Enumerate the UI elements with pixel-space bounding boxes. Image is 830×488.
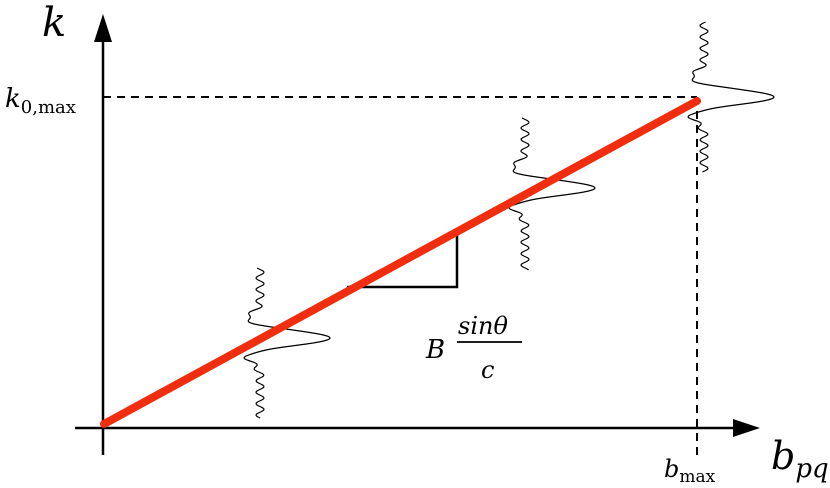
slope-triangle bbox=[347, 232, 459, 289]
y-axis-arrow-icon bbox=[94, 14, 112, 42]
k0max-label: k0,max bbox=[5, 84, 76, 118]
x-axis-arrow-icon bbox=[733, 419, 760, 437]
wavelet-3 bbox=[687, 21, 775, 173]
slope-numerator: sinθ bbox=[458, 312, 508, 340]
wavelet-1 bbox=[243, 267, 331, 419]
slope-denominator: c bbox=[481, 356, 494, 384]
y-axis-label: k bbox=[42, 0, 66, 46]
main-line bbox=[100, 97, 701, 428]
slope-coefficient: B bbox=[425, 335, 445, 365]
wavelet-2 bbox=[508, 117, 596, 271]
x-axis-label: bpq bbox=[771, 434, 829, 484]
wavelet-group bbox=[243, 21, 775, 419]
bmax-label: bmax bbox=[664, 455, 716, 487]
